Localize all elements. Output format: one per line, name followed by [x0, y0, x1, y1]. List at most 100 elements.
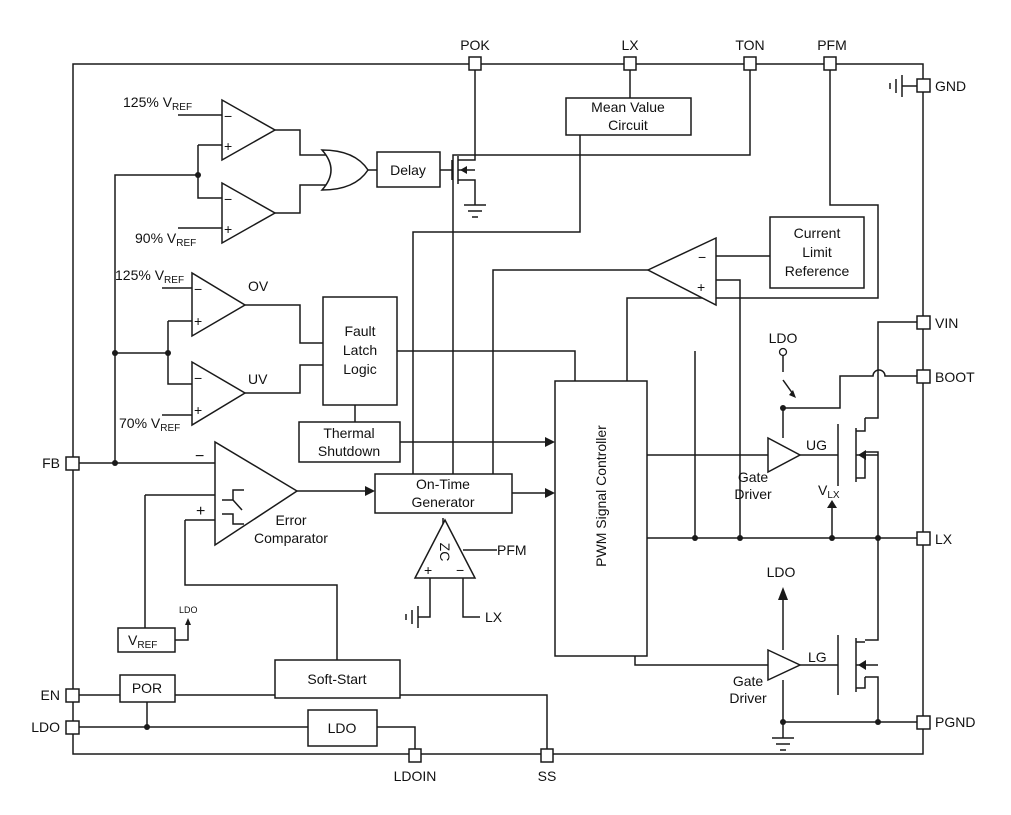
svg-text:POR: POR	[132, 680, 162, 696]
vlx-label: VLX	[818, 482, 840, 501]
por-block: POR	[119, 674, 176, 703]
labels: 125% VREF 90% VREF 125% VREF 70% VREF OV…	[115, 94, 840, 706]
svg-text:−: −	[456, 562, 464, 578]
ref-125-top-label: 125% VREF	[123, 94, 192, 113]
pin-ss	[540, 748, 554, 763]
pin-label-en: EN	[41, 687, 60, 703]
uv-label: UV	[248, 371, 268, 387]
svg-text:Circuit: Circuit	[608, 117, 648, 133]
svg-text:LDO: LDO	[328, 720, 357, 736]
pin-label-gnd: GND	[935, 78, 966, 94]
ldo-block: LDO	[307, 709, 378, 747]
ref-90-label: 90% VREF	[135, 230, 196, 249]
pin-label-pok: POK	[460, 37, 490, 53]
comparator-mid: − +	[221, 181, 277, 245]
mean-value-circuit-block: Mean Value Circuit	[565, 97, 692, 136]
high-side-mosfet	[837, 418, 878, 486]
pins	[65, 56, 931, 763]
current-limit-reference-block: Current Limit Reference	[769, 216, 865, 289]
pin-ldo	[65, 720, 80, 735]
on-time-generator-block: On-Time Generator	[374, 473, 513, 514]
svg-text:+: +	[224, 138, 232, 154]
svg-text:Current: Current	[794, 225, 841, 241]
pin-label-lx-right: LX	[935, 531, 953, 547]
pin-pok	[468, 56, 482, 71]
svg-text:+: +	[196, 503, 205, 520]
pin-label-ss: SS	[538, 768, 557, 784]
pwm-signal-controller-block: PWM Signal Controller	[554, 380, 648, 657]
current-limit-comparator: − +	[646, 236, 717, 307]
svg-text:Fault: Fault	[344, 323, 375, 339]
error-comparator-label-2: Comparator	[254, 530, 328, 546]
wires	[78, 70, 923, 750]
pin-label-fb: FB	[42, 455, 60, 471]
pin-label-ton: TON	[735, 37, 764, 53]
svg-text:Logic: Logic	[343, 361, 376, 377]
svg-text:Reference: Reference	[785, 263, 850, 279]
ref-70-label: 70% VREF	[119, 415, 180, 434]
lg-label: LG	[808, 649, 827, 665]
ldo-lg-label: LDO	[767, 564, 796, 580]
pin-labels: POK LX TON PFM GND VIN BOOT LX PGND FB E…	[31, 37, 975, 784]
gate-driver-hi-label-1: Gate	[738, 469, 769, 485]
error-comparator-label-1: Error	[275, 512, 306, 528]
svg-text:Thermal: Thermal	[323, 425, 374, 441]
svg-text:Latch: Latch	[343, 342, 377, 358]
pin-ldoin	[408, 748, 422, 763]
pin-label-vin: VIN	[935, 315, 958, 331]
zc-lx-label: LX	[485, 609, 503, 625]
zc-pfm-label: PFM	[497, 542, 527, 558]
ref-125-ov-label: 125% VREF	[115, 267, 184, 286]
error-comparator: − +	[195, 440, 299, 547]
pin-lx-right	[916, 531, 931, 546]
pin-label-pfm: PFM	[817, 37, 847, 53]
svg-text:On-Time: On-Time	[416, 476, 470, 492]
ov-label: OV	[248, 278, 269, 294]
pin-label-pgnd: PGND	[935, 714, 975, 730]
svg-text:+: +	[697, 279, 705, 295]
or-gate	[320, 149, 369, 191]
ug-label: UG	[806, 437, 827, 453]
gate-driver-lo-label-1: Gate	[733, 673, 764, 689]
pin-label-ldoin: LDOIN	[394, 768, 437, 784]
pok-mosfet	[451, 156, 475, 184]
svg-text:−: −	[195, 448, 204, 465]
delay-block: Delay	[376, 151, 441, 188]
low-side-mosfet	[837, 635, 878, 695]
zc-label: ZC	[437, 543, 453, 562]
svg-text:−: −	[698, 249, 706, 265]
svg-text:Limit: Limit	[802, 244, 832, 260]
svg-text:VREF: VREF	[128, 632, 157, 651]
svg-text:+: +	[224, 221, 232, 237]
svg-text:+: +	[194, 402, 202, 418]
svg-text:Soft-Start: Soft-Start	[307, 671, 366, 687]
pin-ton	[743, 56, 757, 71]
svg-text:−: −	[194, 370, 202, 386]
pin-pfm	[823, 56, 837, 71]
pin-pgnd	[916, 715, 931, 730]
pin-en	[65, 688, 80, 703]
pin-fb	[65, 456, 80, 471]
gate-driver-lo-label-2: Driver	[729, 690, 767, 706]
ldo-boot-label: LDO	[769, 330, 798, 346]
gate-driver-lo	[767, 648, 802, 682]
comparator-ov: − +	[191, 271, 247, 338]
vref-block: VREF	[117, 627, 176, 653]
svg-text:Mean Value: Mean Value	[591, 99, 665, 115]
svg-text:−: −	[194, 281, 202, 297]
pin-boot	[916, 369, 931, 384]
svg-text:Generator: Generator	[411, 494, 474, 510]
ldo-small-label: LDO	[179, 605, 198, 615]
gate-driver-hi-label-2: Driver	[734, 486, 772, 502]
svg-text:Delay: Delay	[390, 162, 426, 178]
soft-start-block: Soft-Start	[274, 659, 401, 699]
pin-label-boot: BOOT	[935, 369, 975, 385]
svg-text:Shutdown: Shutdown	[318, 443, 380, 459]
svg-text:PWM Signal Controller: PWM Signal Controller	[593, 425, 609, 567]
pin-label-ldo: LDO	[31, 719, 60, 735]
ground-symbols	[405, 75, 903, 751]
junction-dots	[112, 172, 881, 730]
comparator-uv: − +	[191, 360, 247, 427]
gate-driver-hi	[767, 436, 802, 474]
